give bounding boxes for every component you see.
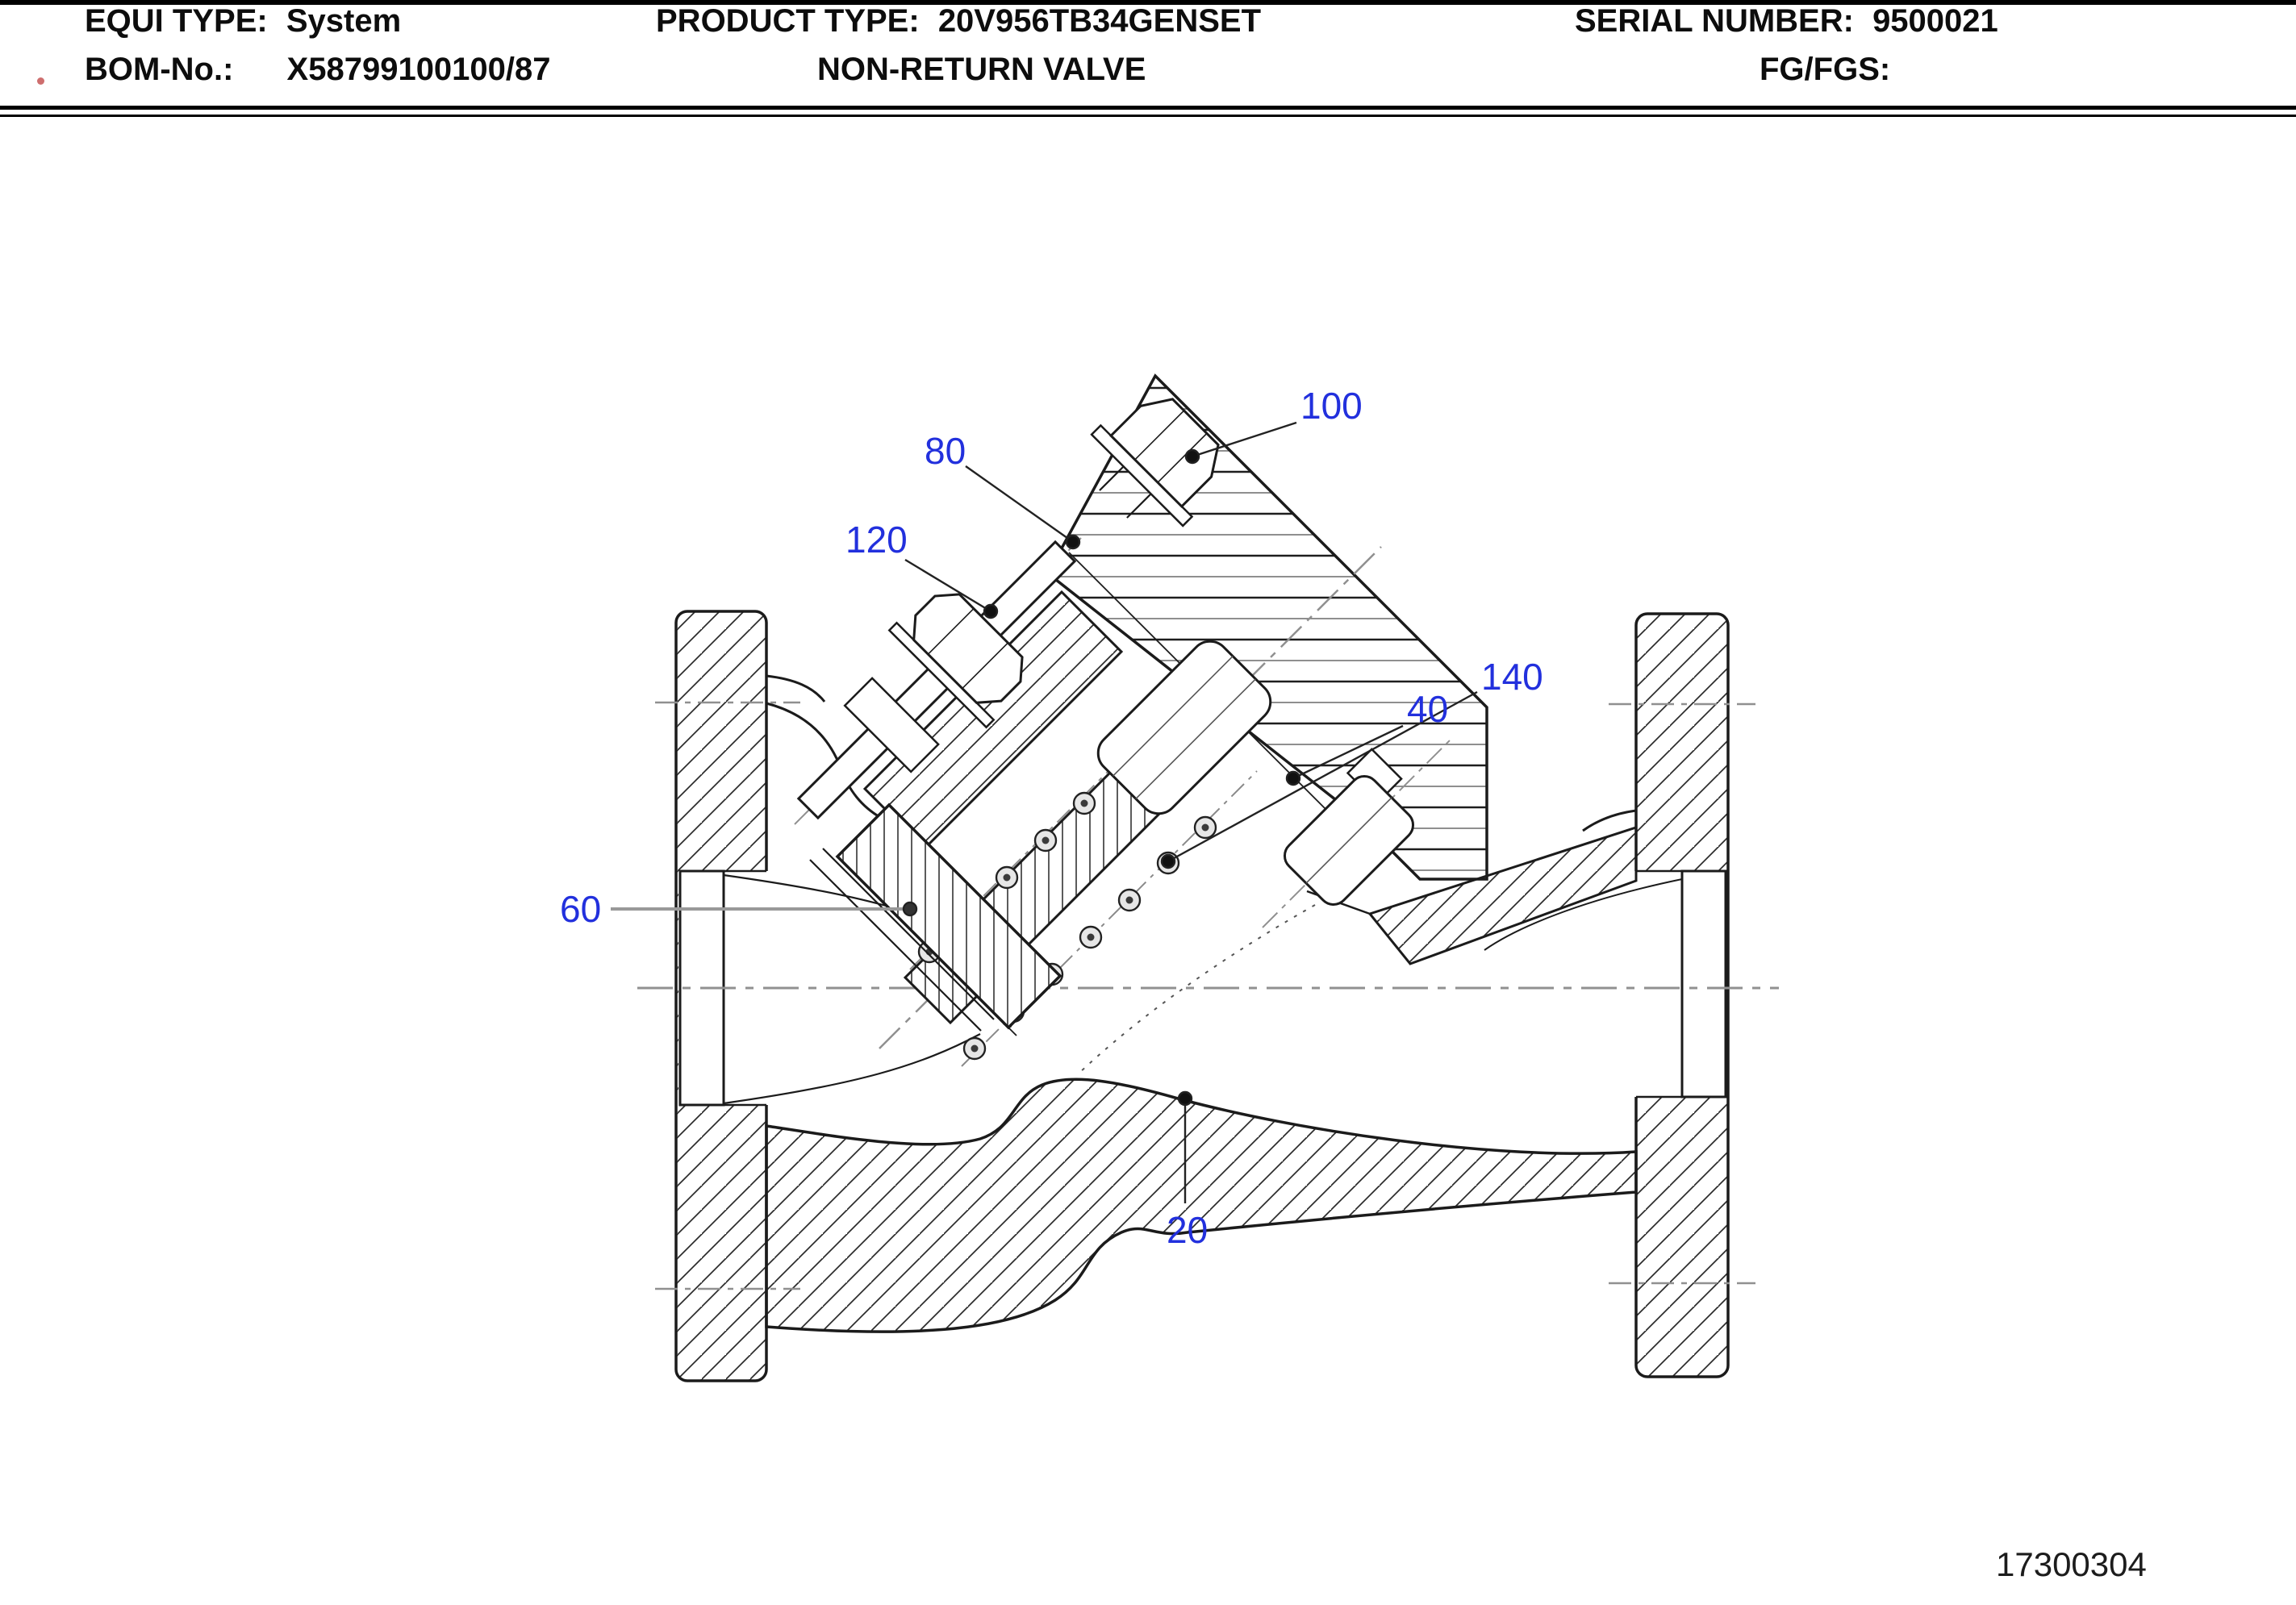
serial-number-field: SERIAL NUMBER: 9500021 xyxy=(1575,3,1998,40)
header-rule-thick xyxy=(0,106,2296,110)
fg-fgs-label: FG/FGS: xyxy=(1760,52,1891,87)
scan-artifact-dot xyxy=(37,77,44,85)
valve-disc xyxy=(809,802,1062,1036)
callout-80-leader xyxy=(965,465,1074,543)
product-type-field: PRODUCT TYPE: 20V956TB34GENSET xyxy=(656,3,1261,40)
figure-number: 17300304 xyxy=(1996,1545,2147,1583)
callout-140: 140 xyxy=(1481,656,1543,698)
serial-number-value: 9500021 xyxy=(1872,3,1998,39)
bom-value: X58799100100/87 xyxy=(286,52,551,87)
callout-60: 60 xyxy=(560,888,602,930)
callout-100-leader xyxy=(1192,421,1297,458)
callout-80: 80 xyxy=(925,430,966,472)
serial-number-label: SERIAL NUMBER: xyxy=(1575,3,1854,39)
hex-bolt-head xyxy=(1108,398,1220,509)
callout-120: 120 xyxy=(845,519,908,561)
bom-field: BOM-No.: X58799100100/87 xyxy=(85,52,551,88)
header-rule-thin xyxy=(0,115,2296,117)
spindle-guide-bushing xyxy=(1096,640,1272,815)
equi-type-label: EQUI TYPE: xyxy=(85,3,268,39)
bom-label: BOM-No.: xyxy=(85,52,234,87)
top-border-rule xyxy=(0,0,2296,5)
document-title: NON-RETURN VALVE xyxy=(817,52,1146,87)
callout-120-leader xyxy=(904,558,991,613)
stud-and-nut xyxy=(796,540,1077,820)
callout-20: 20 xyxy=(1167,1209,1209,1251)
product-type-value: 20V956TB34GENSET xyxy=(937,3,1262,39)
body-bottom-wall xyxy=(765,1078,1638,1333)
bonnet-hex-bolt xyxy=(1090,398,1220,527)
body-outlet-top-wall xyxy=(1367,825,1638,965)
equi-type-field: EQUI TYPE: System xyxy=(85,3,401,40)
spring-retainer xyxy=(1283,748,1415,907)
right-raised-face xyxy=(1680,869,1727,1098)
equi-type-value: System xyxy=(286,3,402,39)
callout-140-leader xyxy=(1167,690,1478,863)
stud-collar xyxy=(843,677,940,773)
hidden-bore-edge xyxy=(1077,904,1316,1075)
callout-40-leader xyxy=(1292,724,1404,780)
hex-nut xyxy=(912,593,1024,704)
callout-100: 100 xyxy=(1300,385,1363,427)
outlet-cone-line xyxy=(1484,878,1683,951)
stud-bolt xyxy=(796,540,1077,820)
callout-40: 40 xyxy=(1407,688,1449,730)
inlet-cone-line-bottom xyxy=(723,1033,981,1105)
right-flange xyxy=(1582,612,1730,1378)
seat-rings xyxy=(809,848,995,1032)
callout-leaders xyxy=(611,421,1478,1203)
product-type-label: PRODUCT TYPE: xyxy=(656,3,920,39)
bolt-circle-centerlines xyxy=(655,701,1755,1290)
